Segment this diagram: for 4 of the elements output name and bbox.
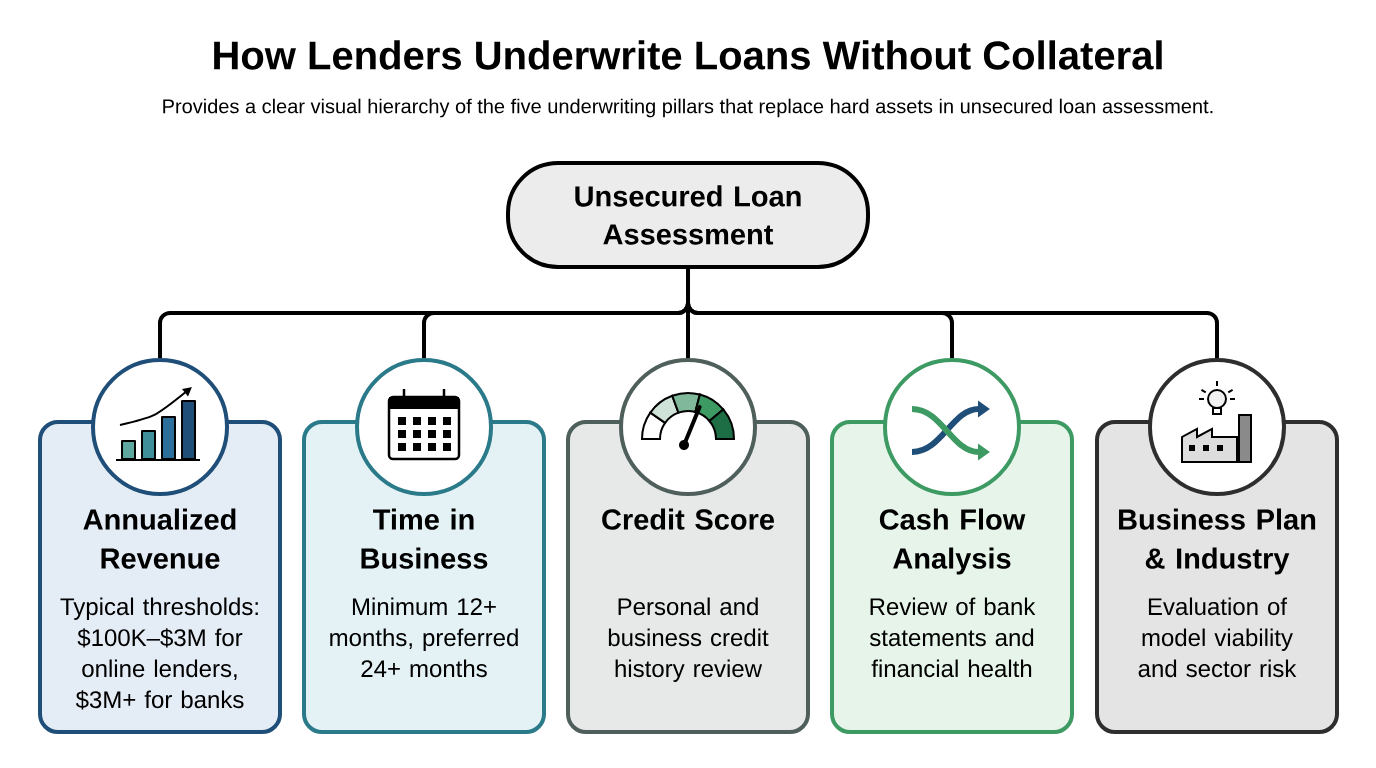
icon-circle [883,358,1021,496]
subtitle: Provides a clear visual hierarchy of the five underwriting pillars that replace hard assets in unsecured loan assessment. [163,98,1213,118]
title: How Lenders Underwrite Loans Without Collateral [214,40,1162,70]
root-box: Unsecured Loan Assessment [506,161,870,269]
